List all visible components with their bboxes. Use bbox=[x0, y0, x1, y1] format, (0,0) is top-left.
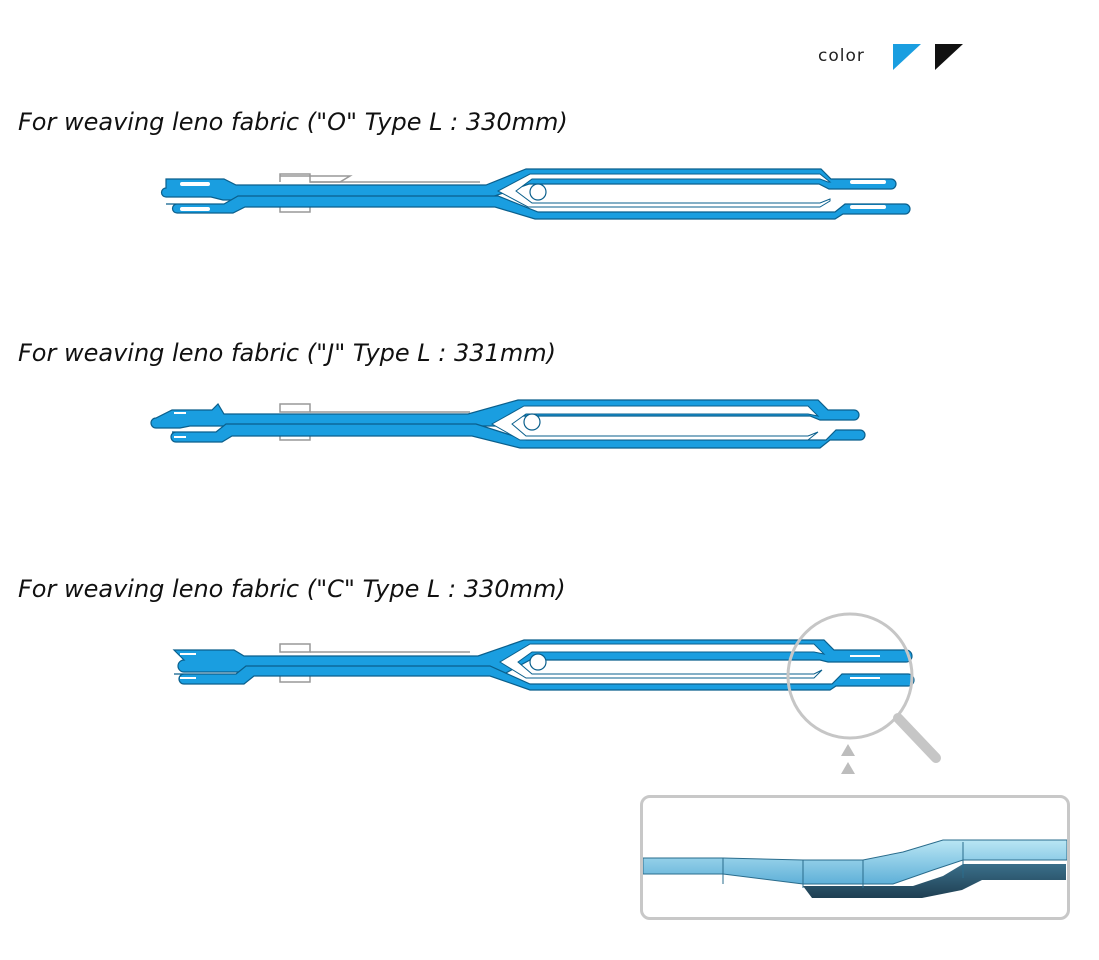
section-heading-o-type: For weaving leno fabric ("O" Type L : 33… bbox=[18, 108, 568, 136]
heddle-drawing-c-type bbox=[172, 639, 915, 691]
blue-color-swatch[interactable] bbox=[892, 42, 921, 70]
section-heading-c-type: For weaving leno fabric ("C" Type L : 33… bbox=[18, 575, 566, 603]
up-arrows-icon bbox=[841, 744, 855, 774]
heddle-drawing-o-type bbox=[160, 168, 911, 220]
color-label: color bbox=[818, 46, 865, 66]
section-heading-j-type: For weaving leno fabric ("J" Type L : 33… bbox=[18, 339, 556, 367]
zoom-detail-drawing bbox=[643, 839, 1067, 898]
color-legend: color bbox=[818, 40, 963, 72]
heddle-drawing-j-type bbox=[150, 399, 886, 449]
magnifier-icon bbox=[786, 612, 941, 763]
black-color-swatch[interactable] bbox=[934, 42, 963, 70]
zoom-detail-box bbox=[640, 795, 1070, 920]
